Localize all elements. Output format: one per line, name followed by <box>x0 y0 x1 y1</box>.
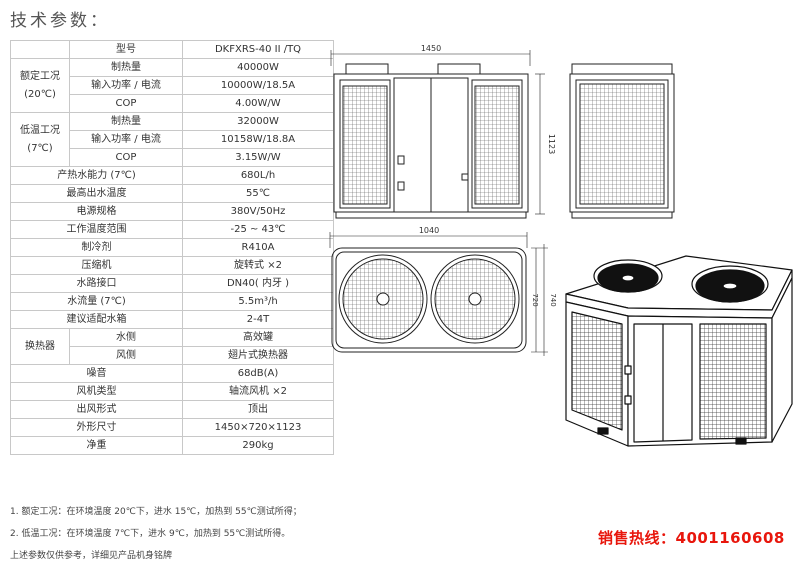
spec-value: 290kg <box>182 436 334 455</box>
table-row: 风机类型 轴流风机 ×2 <box>10 382 334 401</box>
footnote: 1. 额定工况：在环境温度 20℃下，进水 15℃，加热到 55℃测试所得； <box>10 507 302 517</box>
table-row: 输入功率 / 电流 10000W/18.5A <box>11 76 334 95</box>
table-row: 净重 290kg <box>10 436 334 455</box>
footnote: 上述参数仅供参考，详细见产品机身铭牌 <box>10 551 173 561</box>
group-label-rated: 额定工况 (20℃) <box>10 58 70 113</box>
table-row: 工作温度范围 -25 ~ 43℃ <box>10 220 334 239</box>
table-row: 出风形式 顶出 <box>10 400 334 419</box>
footnotes: 1. 额定工况：在环境温度 20℃下，进水 15℃，加热到 55℃测试所得； 2… <box>10 501 302 567</box>
top-view-drawing <box>329 232 548 356</box>
table-row: 电源规格 380V/50Hz <box>10 202 334 221</box>
side-view-drawing <box>569 63 675 219</box>
footnote: 2. 低温工况：在环境温度 7℃下，进水 9℃，加热到 55℃测试所得。 <box>10 529 291 539</box>
spec-value: 1450×720×1123 <box>182 418 334 437</box>
isometric-view-drawing <box>565 255 793 447</box>
page-title: 技术参数： <box>10 11 110 31</box>
dim-depth-b: 740 <box>549 293 557 306</box>
table-row: 额定工况 (20℃) 制热量 40000W <box>10 58 334 113</box>
table-row: 产热水能力 (7℃) 680L/h <box>10 166 334 185</box>
group-label-exchanger: 换热器 <box>10 328 70 365</box>
table-row: 风侧 翅片式换热器 <box>11 346 334 365</box>
dim-front-width: 1450 <box>421 44 441 53</box>
sales-hotline: 销售热线：4001160608 <box>598 529 785 547</box>
dim-height: 1123 <box>547 134 556 154</box>
table-row: 建议适配水箱 2-4T <box>10 310 334 329</box>
dim-top-width: 1040 <box>419 226 439 235</box>
group-label-lowtemp: 低温工况 (7℃) <box>10 112 70 167</box>
table-row: COP 3.15W/W <box>11 148 334 167</box>
table-row: 外形尺寸 1450×720×1123 <box>10 418 334 437</box>
table-row: 最高出水温度 55℃ <box>10 184 334 203</box>
dim-depth-a: 720 <box>531 293 539 306</box>
table-row: 水路接口 DN40( 内牙 ) <box>10 274 334 293</box>
table-row: 换热器 水侧 高效罐 <box>10 328 334 365</box>
spec-table: 型号 DKFXRS-40 II /TQ 额定工况 (20℃) 制热量 40000… <box>10 40 334 455</box>
table-row: 低温工况 (7℃) 制热量 32000W <box>10 112 334 167</box>
front-view-drawing <box>330 50 545 219</box>
spec-label: 净重 <box>10 436 183 455</box>
